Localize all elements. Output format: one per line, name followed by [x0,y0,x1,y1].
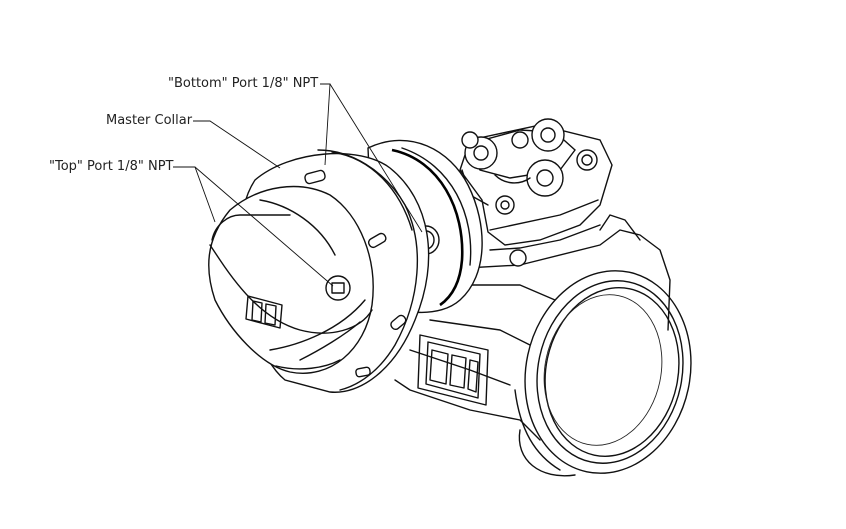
top-port-leader-left [173,166,216,223]
top-port-leader-right [194,166,334,287]
body-logo [417,334,489,406]
bottom-port-leader-left [320,83,331,166]
bottom-port-leader-right [329,83,423,233]
master-collar-leader [193,120,281,169]
top-cap [208,185,374,374]
leader-lines [173,83,423,287]
actuator-linkage [459,118,613,267]
outlet-flange [514,270,692,477]
master-collar-label: Master Collar [106,113,193,128]
top-port-label: "Top" Port 1/8" NPT [49,159,174,174]
bottom-port-label: "Bottom" Port 1/8" NPT [168,76,319,91]
